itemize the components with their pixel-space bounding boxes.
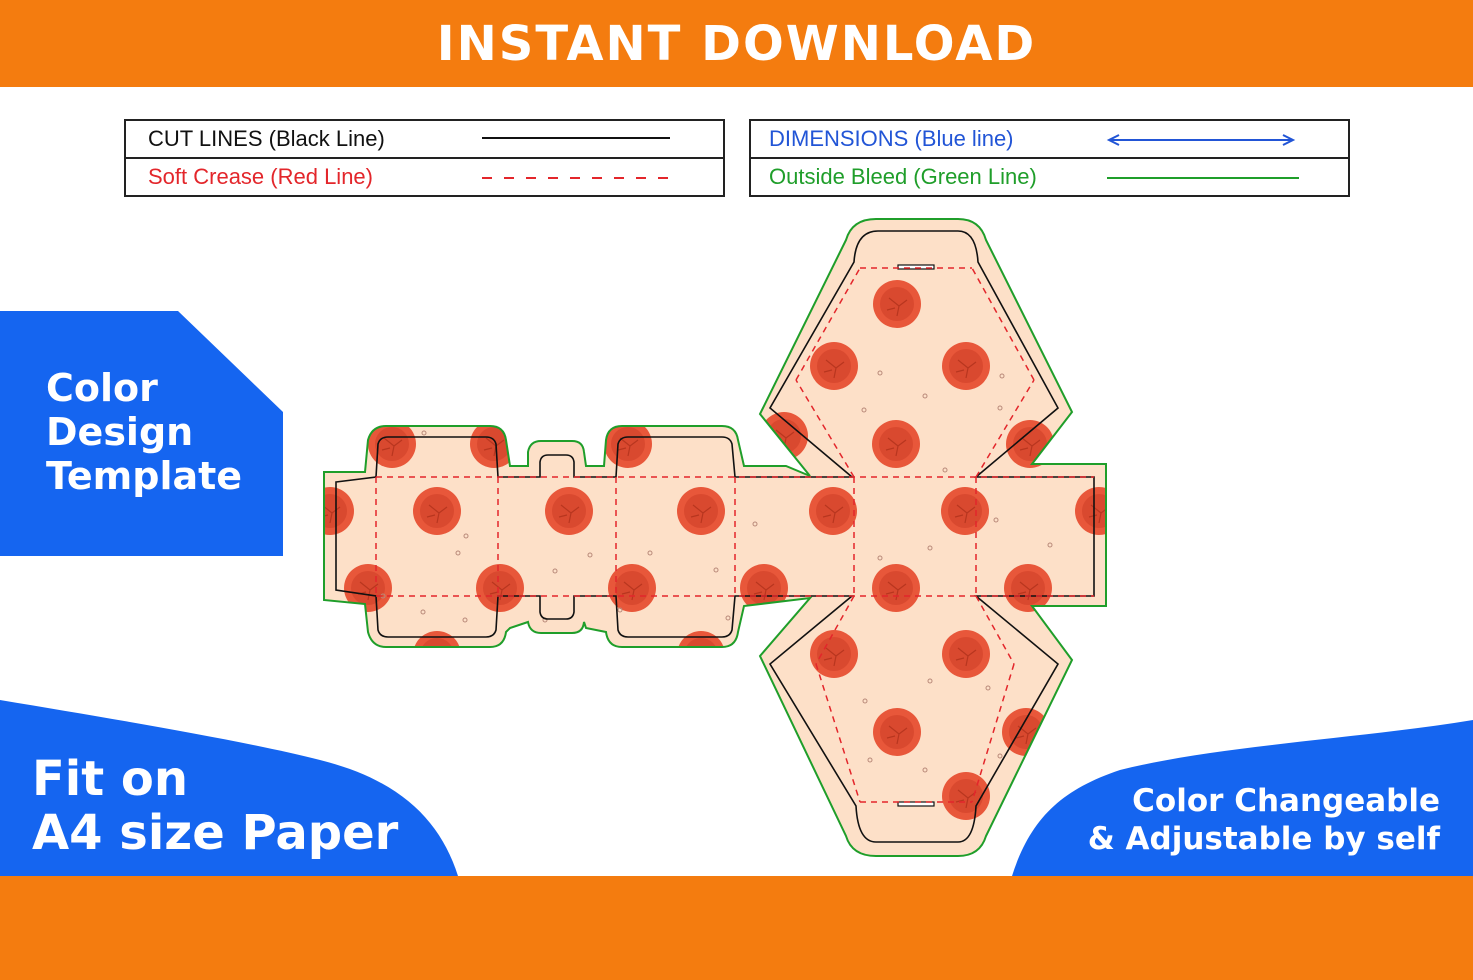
legend-box-left: CUT LINES (Black Line) Soft Crease (Red … — [124, 119, 725, 197]
legend-row-cut-lines: CUT LINES (Black Line) — [126, 121, 723, 157]
change-line-1: Color Changeable — [1132, 783, 1440, 819]
bleed-line-sample — [1107, 177, 1299, 179]
color-design-template-text: Color Design Template — [46, 366, 242, 498]
bottom-orange-bar — [0, 876, 1473, 980]
change-line-2: & Adjustable by self — [1087, 821, 1440, 857]
legend-box-right: DIMENSIONS (Blue line) Outside Bleed (Gr… — [749, 119, 1350, 197]
fit-line-1: Fit on — [32, 751, 189, 807]
color-changeable-text: Color Changeable & Adjustable by self — [1088, 782, 1440, 858]
left-blue-panel — [0, 311, 283, 556]
panel-line-2: Design — [46, 410, 194, 454]
fit-line-2: A4 size Paper — [32, 805, 399, 861]
top-slot — [897, 264, 935, 270]
legend-divider — [751, 157, 1348, 159]
crease-line-sample — [482, 177, 670, 179]
legend-row-dimensions: DIMENSIONS (Blue line) — [751, 121, 1348, 157]
legend-divider — [126, 157, 723, 159]
box-dieline — [323, 218, 1107, 857]
outside-bleed-label: Outside Bleed (Green Line) — [769, 164, 1037, 189]
dimensions-label: DIMENSIONS (Blue line) — [769, 126, 1014, 151]
dimension-arrow-sample — [1106, 134, 1296, 146]
top-banner: INSTANT DOWNLOAD — [0, 0, 1473, 87]
crease-lines — [375, 267, 1094, 803]
panel-line-3: Template — [46, 454, 243, 498]
legend-row-soft-crease: Soft Crease (Red Line) — [126, 159, 723, 195]
fit-on-a4-text: Fit on A4 size Paper — [32, 752, 398, 860]
soft-crease-label: Soft Crease (Red Line) — [148, 164, 373, 189]
legend-row-outside-bleed: Outside Bleed (Green Line) — [751, 159, 1348, 195]
bottom-right-blue-wave — [1012, 720, 1473, 876]
cut-line-sample — [482, 137, 670, 139]
cut-lines-label: CUT LINES (Black Line) — [148, 126, 385, 151]
bottom-left-blue-wave — [0, 700, 458, 876]
banner-title: INSTANT DOWNLOAD — [436, 15, 1037, 72]
panel-line-1: Color — [46, 366, 158, 410]
